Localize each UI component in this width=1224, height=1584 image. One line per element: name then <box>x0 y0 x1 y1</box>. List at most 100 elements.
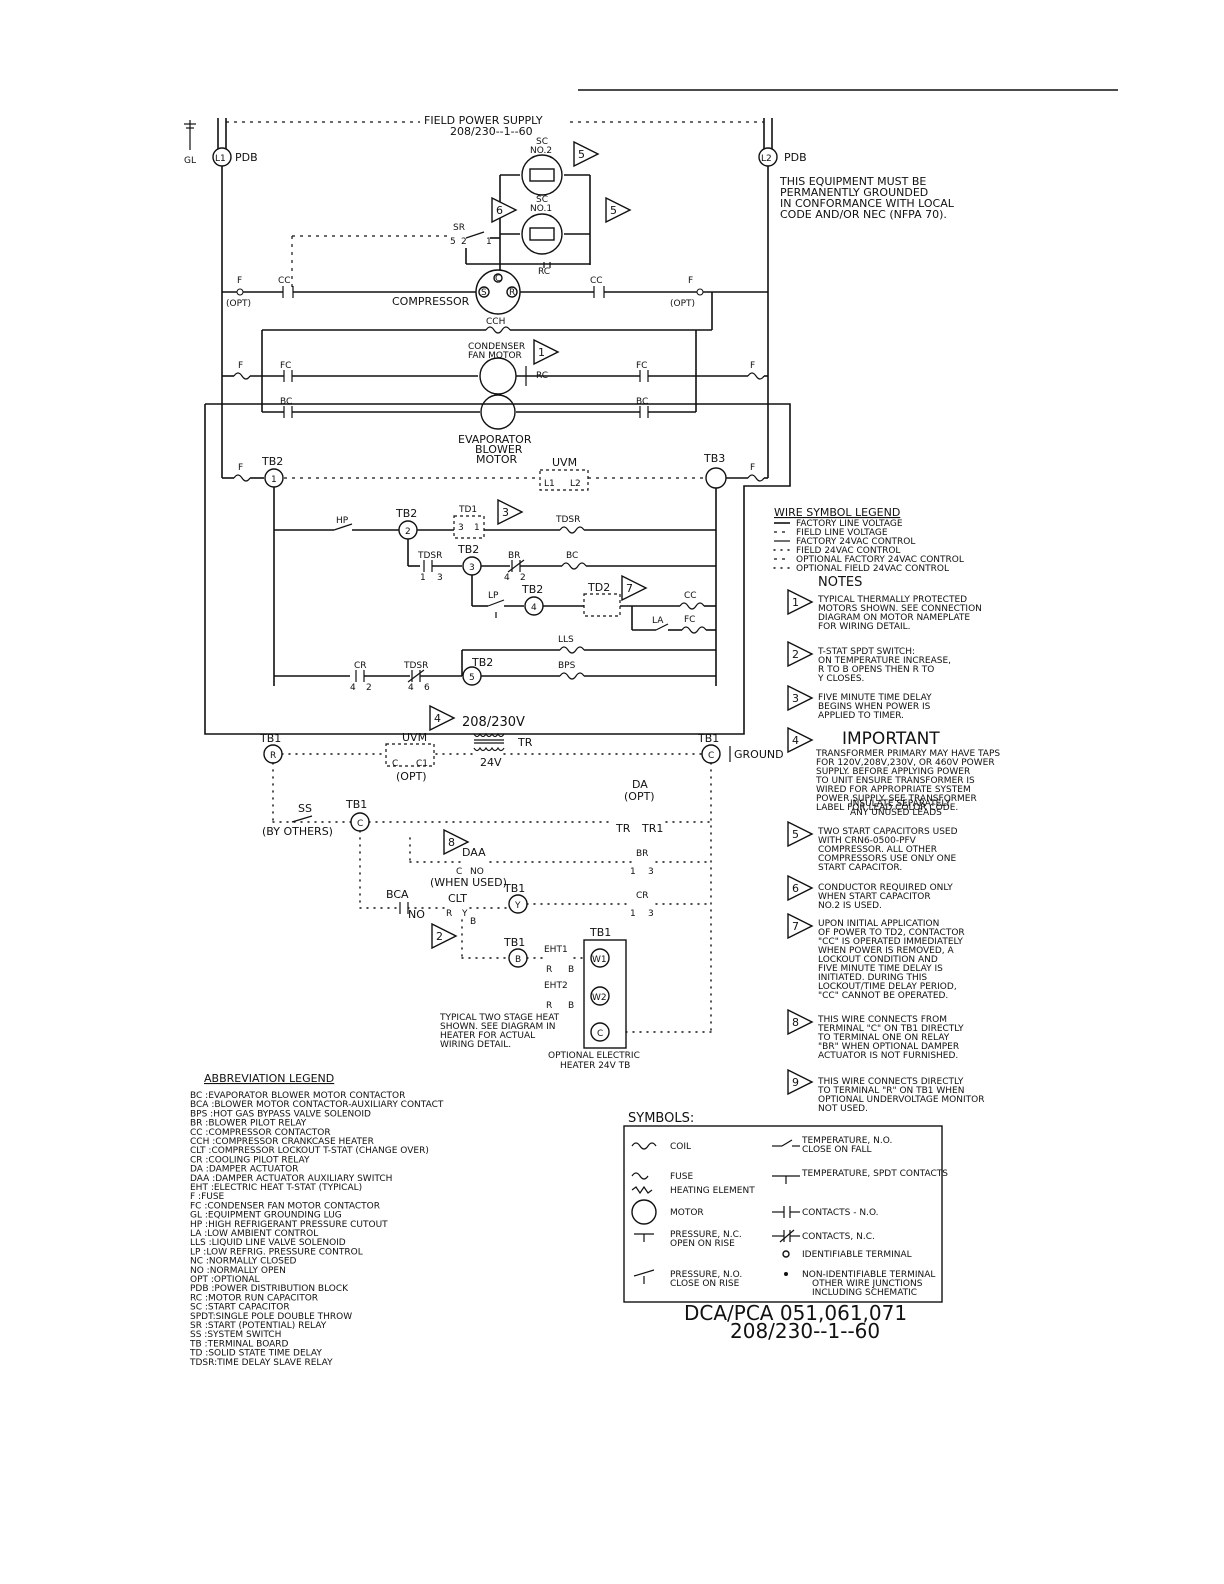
abbreviation-item: SPDT:SINGLE POLE DOUBLE THROW <box>190 1312 352 1322</box>
note-7-line-1: UPON INITIAL APPLICATION <box>818 919 939 929</box>
uvm-label: UVM <box>552 456 577 469</box>
control-row-hp: HP TB2 2 TD1 3 1 TDSR <box>274 505 716 540</box>
sym-cnc: CONTACTS, N.C. <box>802 1232 875 1242</box>
tdsr-contact-label: TDSR <box>417 551 442 561</box>
sym-pno-2: CLOSE ON RISE <box>670 1279 740 1289</box>
abbreviation-item: BR :BLOWER PILOT RELAY <box>190 1119 307 1129</box>
tdsr-pin-3: 3 <box>437 573 443 583</box>
l1-label: PDB <box>235 151 258 164</box>
svg-text:5: 5 <box>792 828 799 841</box>
tb2-4-label: TB2 <box>521 583 543 596</box>
clt-label: CLT <box>448 892 467 905</box>
uvm-opt-label: (OPT) <box>396 770 427 783</box>
wire-legend-3: FACTORY 24VAC CONTROL <box>796 537 915 547</box>
uvm-l1: L1 <box>544 479 555 489</box>
abbreviation-item: EHT :ELECTRIC HEAT T-STAT (TYPICAL) <box>190 1183 362 1193</box>
note-2-line-3: R TO B OPENS THEN R TO <box>818 665 934 675</box>
tdsr2-contact-label: TDSR <box>403 661 428 671</box>
bc-left-label: BC <box>280 397 292 407</box>
abbreviation-item: CLT :COMPRESSOR LOCKOUT T-STAT (CHANGE O… <box>190 1146 429 1156</box>
fuse-opt-left-label: F <box>237 276 242 286</box>
cr-24-pin-1: 1 <box>630 909 636 919</box>
marker-5b-icon: 5 <box>605 196 632 224</box>
br-24-label: BR <box>636 849 648 859</box>
note-2-line-4: Y CLOSES. <box>817 674 864 684</box>
condenser-label-2: FAN MOTOR <box>468 351 522 361</box>
td1-box <box>453 515 485 539</box>
tdsr2-pin-4: 4 <box>408 683 414 693</box>
compressor-label: COMPRESSOR <box>392 295 470 308</box>
note-4-line-6: POWER SUPPLY. SEE TRANSFORMER <box>816 794 977 804</box>
fuse-tb-right-label: F <box>750 463 755 473</box>
note-8-line-1: THIS WIRE CONNECTS FROM <box>817 1015 947 1025</box>
transformer-section: 208/230V TR 24V TB1 R TB1 C GROUND UVM C… <box>259 715 784 1071</box>
note-7-marker-icon <box>787 912 814 940</box>
note-8-marker-icon <box>787 1008 814 1036</box>
ground-note-line-4: CODE AND/OR NEC (NFPA 70). <box>780 208 947 221</box>
note-7-line-9: "CC" CANNOT BE OPERATED. <box>818 991 948 1001</box>
tb2-top-label: TB2 <box>261 455 283 468</box>
fuse-opt-left-opt: (OPT) <box>226 299 251 309</box>
supply-voltage: 208/230--1--60 <box>450 125 533 138</box>
model-line-2: 208/230--1--60 <box>730 1319 880 1343</box>
non-identifiable-terminal-icon <box>784 1272 788 1276</box>
sym-heating: HEATING ELEMENT <box>670 1186 755 1196</box>
note-1-line-1: TYPICAL THERMALLY PROTECTED <box>817 595 967 605</box>
heat-note-2: SHOWN. SEE DIAGRAM IN <box>440 1022 555 1032</box>
transformer-label: 208/230V <box>462 715 525 730</box>
abbreviation-item: LA :LOW AMBIENT CONTROL <box>190 1229 318 1239</box>
heater-w2: W2 <box>592 993 607 1003</box>
control-row-cr: LLS CR 4 2 TDSR 4 6 TB2 5 BPS <box>274 635 716 693</box>
compressor-c: C <box>495 274 501 284</box>
note-6-line-2: WHEN START CAPACITOR <box>818 892 931 902</box>
wire-legend-4: FIELD 24VAC CONTROL <box>796 546 900 556</box>
eht1-label: EHT1 <box>544 945 568 955</box>
sc2-label: SC <box>536 137 548 147</box>
tb1-right-label: TB1 <box>697 732 719 745</box>
note-4-insulate-1: INSULATE SEPARATELY <box>850 799 951 809</box>
wire-legend-5: OPTIONAL FACTORY 24VAC CONTROL <box>796 555 964 565</box>
abbreviation-item: LP :LOW REFRIG. PRESSURE CONTROL <box>190 1247 363 1257</box>
sr-pin-5: 5 <box>450 237 456 247</box>
cr-pin-4: 4 <box>350 683 356 693</box>
tb2-3-label: TB2 <box>457 543 479 556</box>
control-row-tb: F TB2 1 UVM L1 L2 TB3 F <box>222 452 768 686</box>
tb1-mid-label: TB1 <box>345 798 367 811</box>
ss-label: SS <box>298 802 312 815</box>
svg-text:6: 6 <box>496 204 503 217</box>
abbreviation-item: HP :HIGH REFRIGERANT PRESSURE CUTOUT <box>190 1220 388 1230</box>
fuse-opt-right-icon <box>696 288 704 296</box>
heater-terminal-c <box>590 1022 610 1042</box>
abbreviation-item: CC :COMPRESSOR CONTACTOR <box>190 1128 331 1138</box>
start-capacitor-section: SC NO.2 SC NO.1 SR 5 2 1 RC <box>291 137 591 292</box>
svg-text:1: 1 <box>792 596 799 609</box>
tb2-top-num: 1 <box>271 475 277 485</box>
sc2-number: NO.2 <box>530 146 552 156</box>
note-7-line-4: WHEN POWER IS REMOVED, A <box>818 946 955 956</box>
sym-tno-2: CLOSE ON FALL <box>802 1145 872 1155</box>
rc-fan-label: RC <box>536 371 548 381</box>
sym-pnc-1: PRESSURE, N.C. <box>670 1230 742 1240</box>
bca-label: BCA <box>386 888 409 901</box>
uvm-contact-c: C <box>392 759 398 769</box>
cr-24-pin-3: 3 <box>648 909 654 919</box>
heater-c: C <box>597 1029 603 1039</box>
fc-left-label: FC <box>280 361 291 371</box>
ground-note: THIS EQUIPMENT MUST BE PERMANENTLY GROUN… <box>779 175 955 221</box>
note-5-line-2: WITH CRN6-0500-PFV <box>818 836 917 846</box>
compressor-row: F (OPT) CC S R C COMPRESSOR CC F (OPT) C… <box>222 269 768 412</box>
eht2-label: EHT2 <box>544 981 568 991</box>
tb1-c2: C <box>357 819 363 829</box>
eht1-b: B <box>568 965 574 975</box>
note-8-line-2: TERMINAL "C" ON TB1 DIRECTLY <box>817 1024 964 1034</box>
note-2-line-2: ON TEMPERATURE INCREASE, <box>818 656 951 666</box>
wire-legend-6: OPTIONAL FIELD 24VAC CONTROL <box>796 564 949 574</box>
tb1-y-label: TB1 <box>503 882 525 895</box>
rc-label: RC <box>538 267 550 277</box>
tb1-c: C <box>708 751 714 761</box>
control-row-lp: LP TB2 4 TD2 CC LA FC <box>471 575 716 634</box>
compressor-r: R <box>509 288 515 298</box>
daa-pin-c: C <box>456 867 462 877</box>
note-1-line-4: FOR WIRING DETAIL. <box>818 622 911 632</box>
l2-id: L2 <box>761 154 772 164</box>
